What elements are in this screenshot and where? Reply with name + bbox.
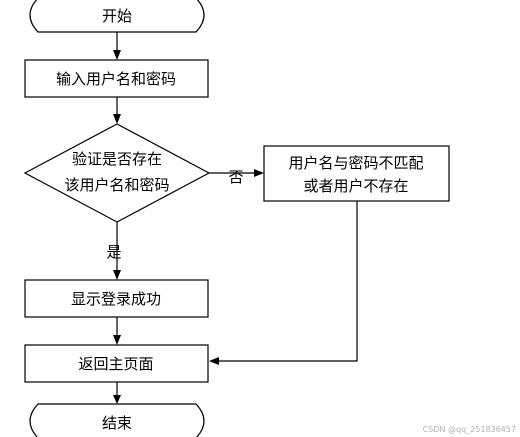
return-home-node: 返回主页面	[24, 344, 209, 383]
yes-branch-label: 是	[106, 243, 121, 261]
arrow-success-to-home	[113, 317, 121, 345]
error-label-line1: 用户名与密码不匹配	[288, 154, 423, 172]
error-label-line2: 或者用户不存在	[303, 177, 408, 195]
start-label: 开始	[102, 7, 132, 25]
return-home-label: 返回主页面	[78, 355, 153, 373]
arrow-verify-to-error	[209, 169, 264, 177]
end-node: 结束	[29, 403, 205, 437]
verify-label-line1: 验证是否存在	[72, 150, 162, 168]
error-message-node: 用户名与密码不匹配 或者用户不存在	[263, 145, 450, 202]
end-label: 结束	[102, 414, 132, 432]
show-success-node: 显示登录成功	[24, 279, 209, 318]
start-node: 开始	[29, 0, 205, 33]
no-branch-label: 否	[228, 168, 243, 186]
arrow-verify-to-success	[113, 222, 121, 280]
verify-label-line2: 该用户名和密码	[64, 176, 169, 194]
arrow-start-to-input	[113, 32, 121, 60]
arrow-input-to-verify	[113, 97, 121, 124]
verify-decision-node: 验证是否存在 该用户名和密码	[23, 123, 211, 223]
input-credentials-node: 输入用户名和密码	[24, 59, 209, 98]
arrow-error-to-home	[209, 201, 358, 365]
arrow-home-to-end	[113, 382, 121, 404]
show-success-label: 显示登录成功	[71, 290, 161, 308]
input-credentials-label: 输入用户名和密码	[56, 70, 176, 88]
watermark-text: CSDN @qq_251836457	[423, 425, 516, 434]
